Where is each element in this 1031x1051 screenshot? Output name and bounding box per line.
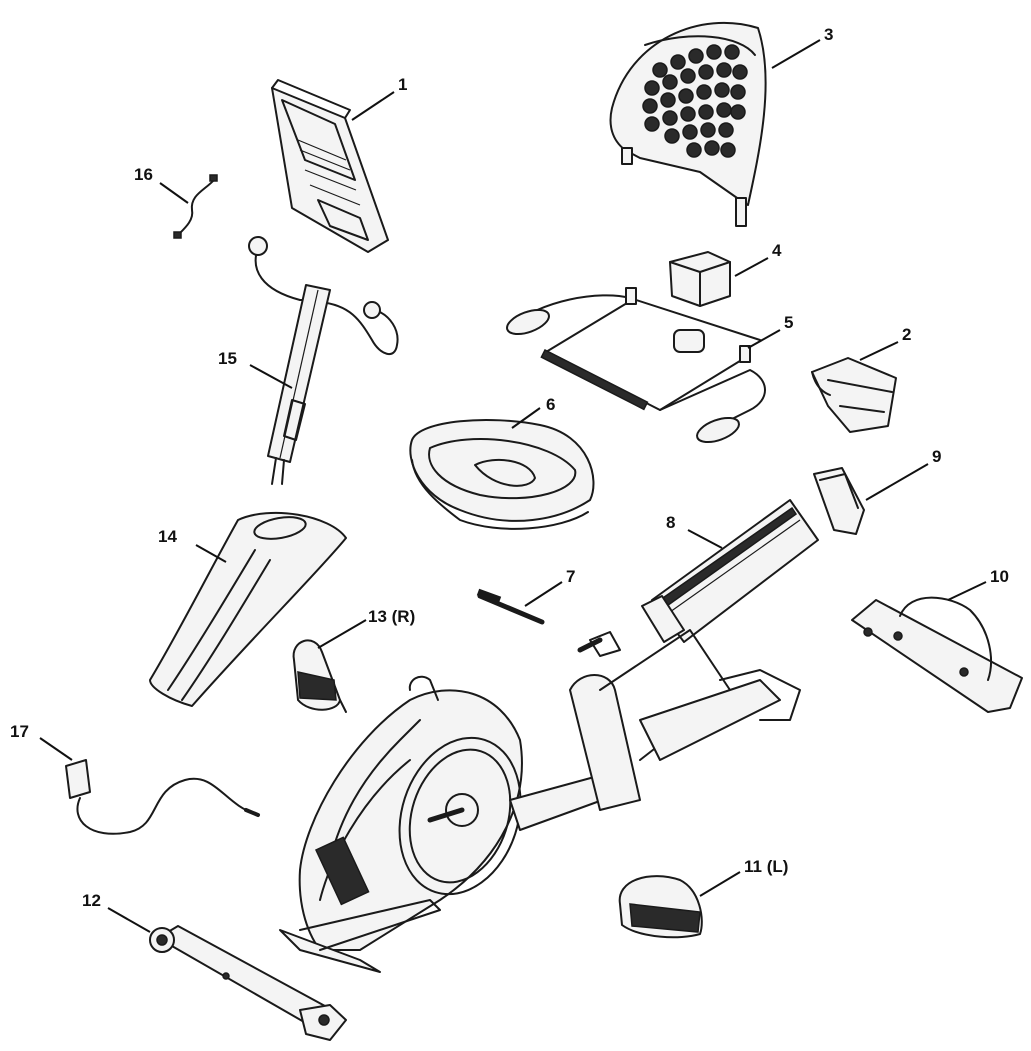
leader-14 [195, 544, 227, 563]
seat-back-perforations [642, 44, 748, 158]
callout-6: 6 [546, 395, 555, 414]
part-handlebar-post [248, 236, 399, 485]
callout-12: 12 [82, 891, 101, 910]
part-seat-frame [506, 287, 766, 444]
callout-11: 11 (L) [744, 857, 788, 876]
leader-6 [511, 407, 541, 429]
part-ac-adapter [65, 759, 260, 835]
leader-3 [771, 39, 821, 69]
leader-7 [524, 581, 563, 607]
callout-7: 7 [566, 567, 575, 586]
part-pin [476, 588, 545, 625]
part-console [271, 79, 389, 253]
part-bottle-holder [811, 357, 897, 433]
part-seat-rail [589, 499, 819, 657]
callout-5: 5 [784, 313, 793, 332]
callout-17: 17 [10, 722, 29, 741]
leader-15 [249, 364, 293, 389]
part-rear-stabilizer [851, 596, 1023, 713]
callout-2: 2 [902, 325, 911, 344]
part-seat-knob [669, 251, 731, 307]
callout-15: 15 [218, 349, 237, 368]
callout-1: 1 [398, 75, 407, 94]
part-front-stabilizer [149, 925, 347, 1041]
callout-14: 14 [158, 527, 177, 546]
leader-2 [859, 341, 899, 361]
part-main-frame [279, 629, 801, 973]
part-seat-back [609, 21, 767, 227]
leader-4 [734, 257, 769, 277]
callout-4: 4 [772, 241, 782, 260]
leader-1 [351, 91, 395, 121]
leader-11 [699, 871, 741, 897]
callout-3: 3 [824, 25, 833, 44]
part-shroud [149, 511, 347, 707]
part-rail-end-cap [813, 467, 865, 535]
leader-8 [687, 529, 723, 549]
leader-9 [865, 463, 929, 501]
callout-9: 9 [932, 447, 941, 466]
leader-5 [747, 329, 781, 349]
leader-16 [159, 182, 189, 204]
part-left-pedal [618, 875, 703, 939]
leader-13 [317, 619, 367, 649]
part-seat-cushion [409, 419, 595, 530]
leader-12 [107, 907, 151, 933]
leader-17 [39, 737, 73, 761]
part-right-pedal [292, 639, 347, 713]
callout-13: 13 (R) [368, 607, 415, 626]
callout-16: 16 [134, 165, 153, 184]
leader-10 [947, 581, 987, 601]
part-cable [173, 174, 218, 239]
callout-8: 8 [666, 513, 675, 532]
callout-10: 10 [990, 567, 1009, 586]
